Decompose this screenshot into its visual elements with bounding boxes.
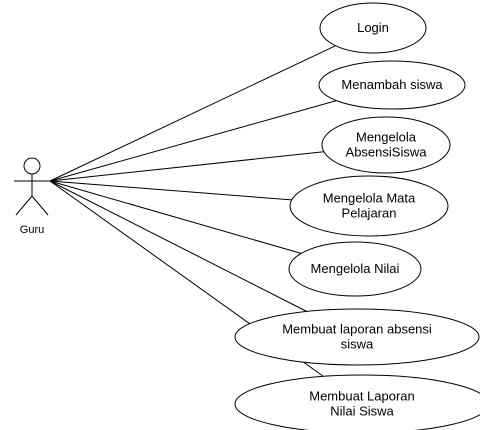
actor-right-leg: [31, 195, 49, 216]
use-case-label: Nilai Siswa: [330, 404, 394, 419]
use-case-label: Login: [357, 20, 389, 35]
use-case-ellipse: [321, 116, 451, 174]
use-case-ellipse: [319, 2, 427, 54]
use-case-label: AbsensiSiswa: [346, 145, 428, 160]
use-case-label: Membuat Laporan: [309, 389, 415, 404]
use-case-label: Menambah siswa: [341, 77, 443, 92]
association-line: [49, 180, 302, 254]
use-case-label: Membuat laporan absensi: [282, 322, 432, 337]
use-case-ellipse: [234, 308, 480, 366]
actor-head: [23, 157, 41, 175]
use-case-ellipse: [288, 241, 422, 297]
association-line: [49, 100, 337, 182]
actor-left-leg: [15, 195, 33, 216]
use-case-label: Pelajaran: [342, 206, 397, 221]
association-line: [49, 151, 324, 182]
association-line: [49, 180, 308, 312]
actor-guru: Guru: [14, 157, 50, 236]
use-case[interactable]: Menambah siswa: [318, 60, 466, 110]
use-case[interactable]: Mengelola Nilai: [288, 241, 422, 297]
use-case-label: siswa: [341, 337, 374, 352]
use-case[interactable]: Login: [319, 2, 427, 54]
association-line: [49, 45, 336, 182]
associations: [49, 45, 337, 377]
use-case-label: Mengelola Nilai: [311, 261, 400, 276]
use-case-label: Mengelola Mata: [323, 191, 416, 206]
use-case-ellipse: [318, 60, 466, 110]
use-case-label: Mengelola: [356, 130, 417, 145]
association-line: [49, 180, 292, 201]
use-case-ellipse: [234, 374, 480, 430]
use-case-ellipse: [289, 175, 449, 237]
actor-label: Guru: [20, 224, 44, 236]
